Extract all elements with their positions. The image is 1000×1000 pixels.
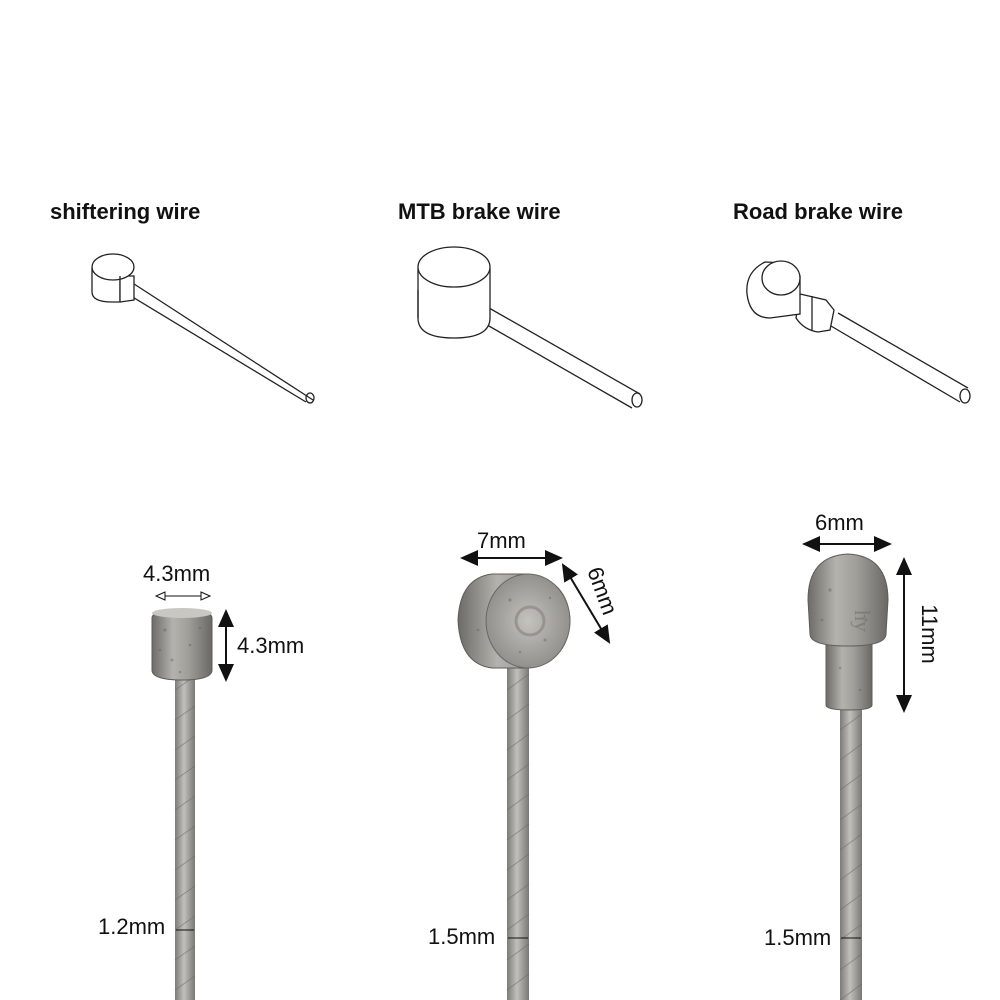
shifter-wire-title: shiftering wire bbox=[50, 199, 201, 224]
shifter-head-photo bbox=[151, 608, 213, 681]
shifter-width-label: 4.3mm bbox=[143, 561, 211, 586]
mtb-wire-title: MTB brake wire bbox=[398, 199, 561, 224]
svg-text:hy: hy bbox=[850, 610, 875, 632]
road-wire-title: Road brake wire bbox=[733, 199, 903, 224]
road-cable-photo bbox=[839, 705, 863, 1000]
shifter-height-label: 4.3mm bbox=[237, 633, 305, 658]
mtb-width-label: 7mm bbox=[477, 528, 526, 553]
shifter-cable-photo bbox=[174, 668, 196, 1000]
road-line-drawing bbox=[746, 260, 971, 404]
mtb-cable-photo bbox=[506, 655, 530, 1000]
road-head-photo: hy bbox=[807, 553, 889, 711]
mtb-cable-label: 1.5mm bbox=[428, 924, 496, 949]
mtb-line-drawing bbox=[417, 246, 643, 409]
road-width-label: 6mm bbox=[815, 510, 864, 535]
shifter-cable-label: 1.2mm bbox=[98, 914, 166, 939]
road-height-label: 11mm bbox=[917, 604, 942, 664]
shifter-line-drawing bbox=[91, 253, 315, 404]
road-cable-label: 1.5mm bbox=[764, 925, 832, 950]
mtb-head-photo bbox=[457, 573, 571, 669]
mtb-height-arrow bbox=[561, 563, 611, 644]
